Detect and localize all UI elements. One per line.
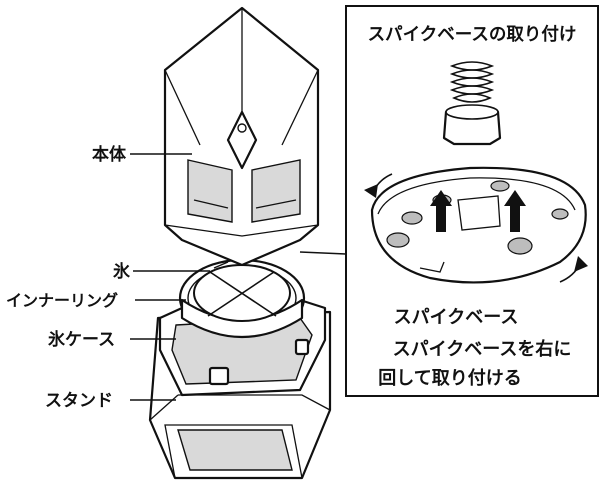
callout-stand: スタンド: [45, 391, 176, 411]
callout-main-body: 本体: [92, 144, 192, 165]
ice-case-label: 氷ケース: [48, 329, 115, 350]
stand-label: スタンド: [45, 391, 113, 411]
ice-label: 氷: [113, 261, 131, 282]
inner-ring-label: インナーリング: [6, 291, 118, 310]
main-body-label: 本体: [92, 144, 127, 165]
main-body-illustration: [163, 6, 320, 267]
callout-ice: 氷: [113, 261, 210, 282]
ice-illustration: [193, 261, 291, 322]
inset-title: スパイクベースの取り付け: [368, 24, 577, 45]
instruction-line-1: スパイクベースを右に: [393, 338, 572, 360]
spike-base-label: スパイクベース: [394, 307, 519, 328]
inset-panel: スパイクベースの取り付け: [345, 5, 599, 397]
spring-illustration: [442, 61, 502, 146]
spike-base-illustration: [364, 166, 588, 284]
instruction-line-2: 回して取り付ける: [378, 367, 521, 389]
inset-pointer-line: [299, 251, 347, 255]
callout-ice-case: 氷ケース: [48, 329, 176, 350]
callout-inner-ring: インナーリング: [6, 291, 186, 310]
